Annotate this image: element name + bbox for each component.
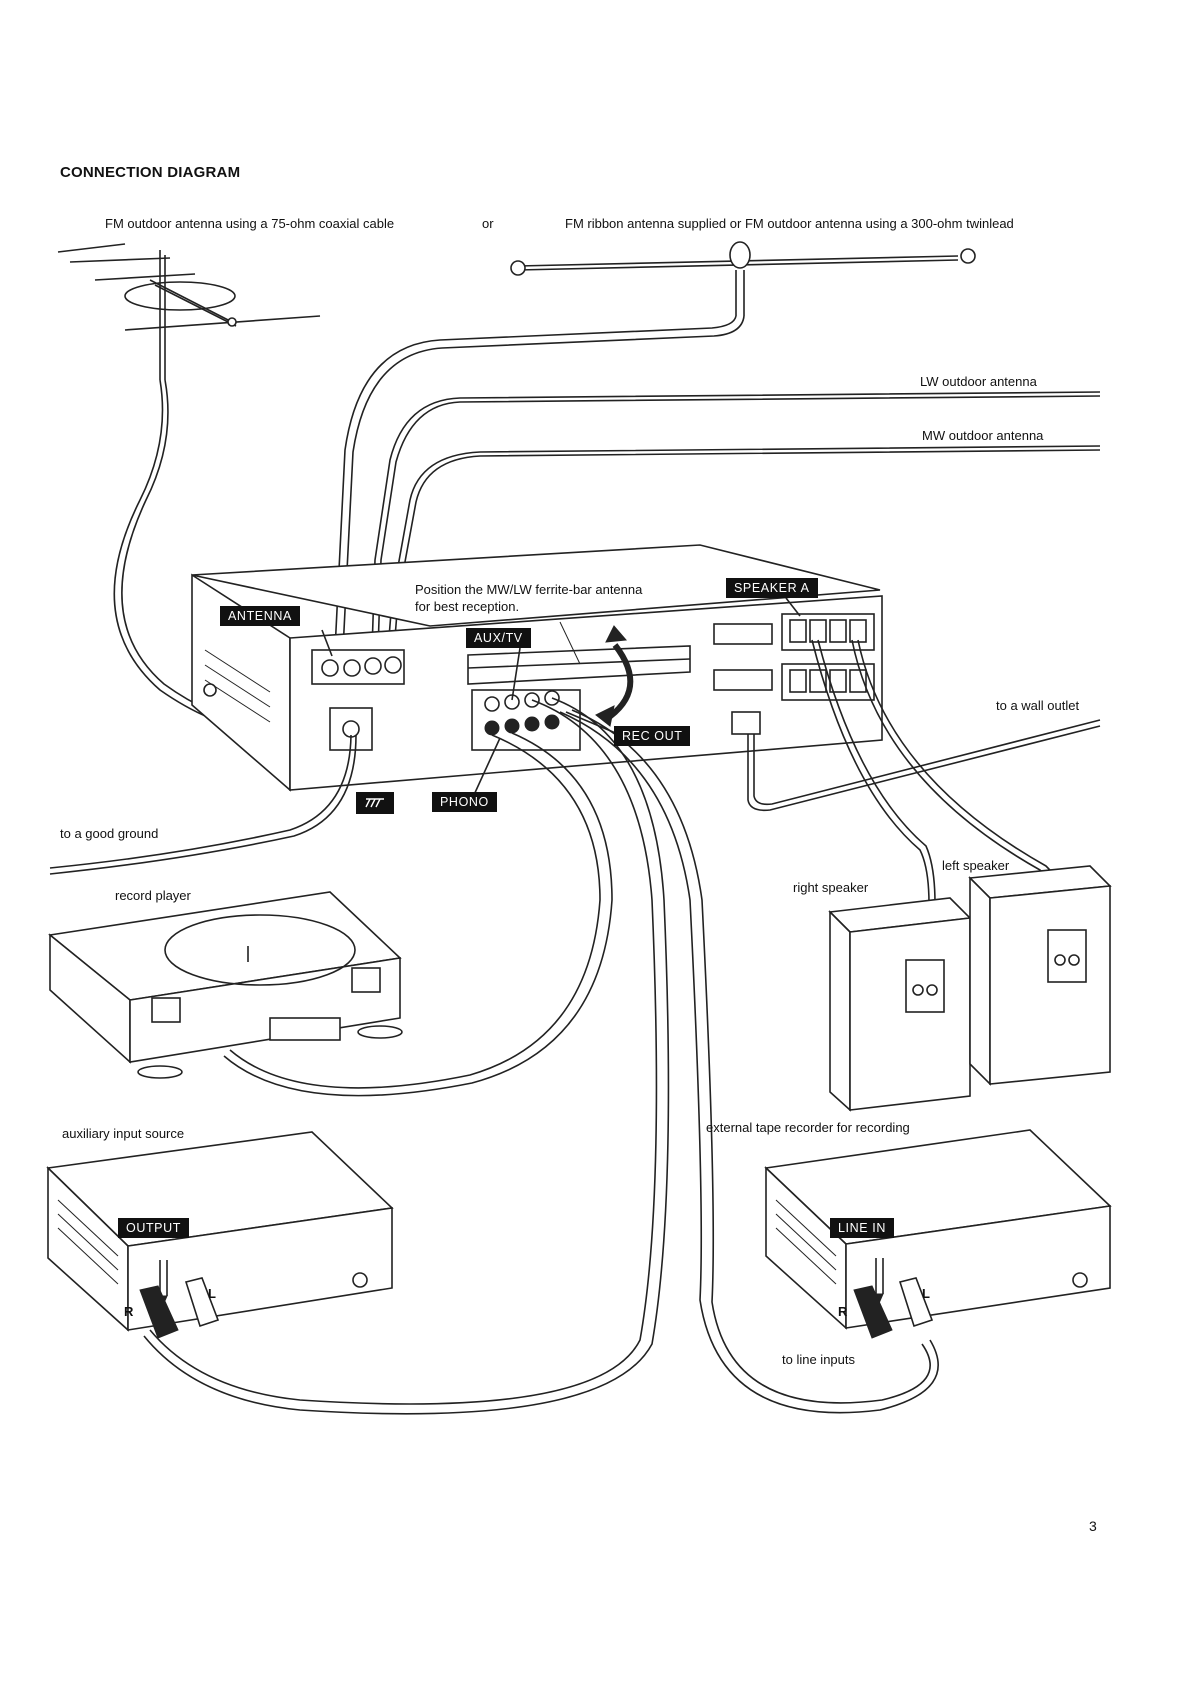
page-number: 3 [1089, 1518, 1097, 1534]
aux-source-unit [46, 1131, 394, 1339]
antenna-tag: ANTENNA [220, 606, 300, 626]
aux-r-pin-label: R [124, 1304, 134, 1319]
or-caption: or [482, 216, 494, 231]
rec-out-tag: REC OUT [614, 726, 691, 746]
aux-source-caption: auxiliary input source [62, 1126, 185, 1141]
right-speaker-caption: right speaker [793, 880, 869, 895]
receiver-unit [191, 544, 883, 792]
left-speaker-caption: left speaker [942, 858, 1010, 873]
tape-l-pin-label: L [922, 1286, 930, 1301]
aux-l-pin-label: L [208, 1286, 216, 1301]
ground-symbol-icon-glyph [365, 798, 384, 808]
wall-outlet-caption: to a wall outlet [996, 698, 1080, 713]
aux-tv-tag: AUX/TV [466, 628, 531, 648]
record-player-unit [48, 891, 403, 1079]
output-tag: OUTPUT [118, 1218, 189, 1238]
right-speaker-unit [828, 897, 972, 1112]
tape-recorder-caption: external tape recorder for recording [706, 1120, 910, 1135]
page-title: CONNECTION DIAGRAM [60, 164, 241, 181]
fm-ribbon-caption: FM ribbon antenna supplied or FM outdoor… [565, 216, 1014, 231]
mw-outdoor-caption: MW outdoor antenna [922, 428, 1044, 443]
tape-recorder-unit [764, 1129, 1112, 1339]
line-inputs-caption: to line inputs [782, 1352, 855, 1367]
record-player-caption: record player [115, 888, 191, 903]
yagi-antenna-icon [57, 243, 321, 380]
tape-r-pin-label: R [838, 1304, 848, 1319]
speaker-a-tag: SPEAKER A [726, 578, 818, 598]
line-in-tag: LINE IN [830, 1218, 894, 1238]
left-speaker-unit [968, 865, 1112, 1086]
ferrite-caption-line1: Position the MW/LW ferrite-bar antenna [415, 582, 643, 597]
phono-tag: PHONO [432, 792, 497, 812]
fm-coaxial-caption: FM outdoor antenna using a 75-ohm coaxia… [105, 216, 395, 231]
good-ground-caption: to a good ground [60, 826, 159, 841]
ribbon-antenna-icon [510, 241, 976, 316]
lw-outdoor-caption: LW outdoor antenna [920, 374, 1037, 389]
ground-symbol-icon [356, 792, 394, 814]
ferrite-caption-line2: for best reception. [415, 599, 520, 614]
